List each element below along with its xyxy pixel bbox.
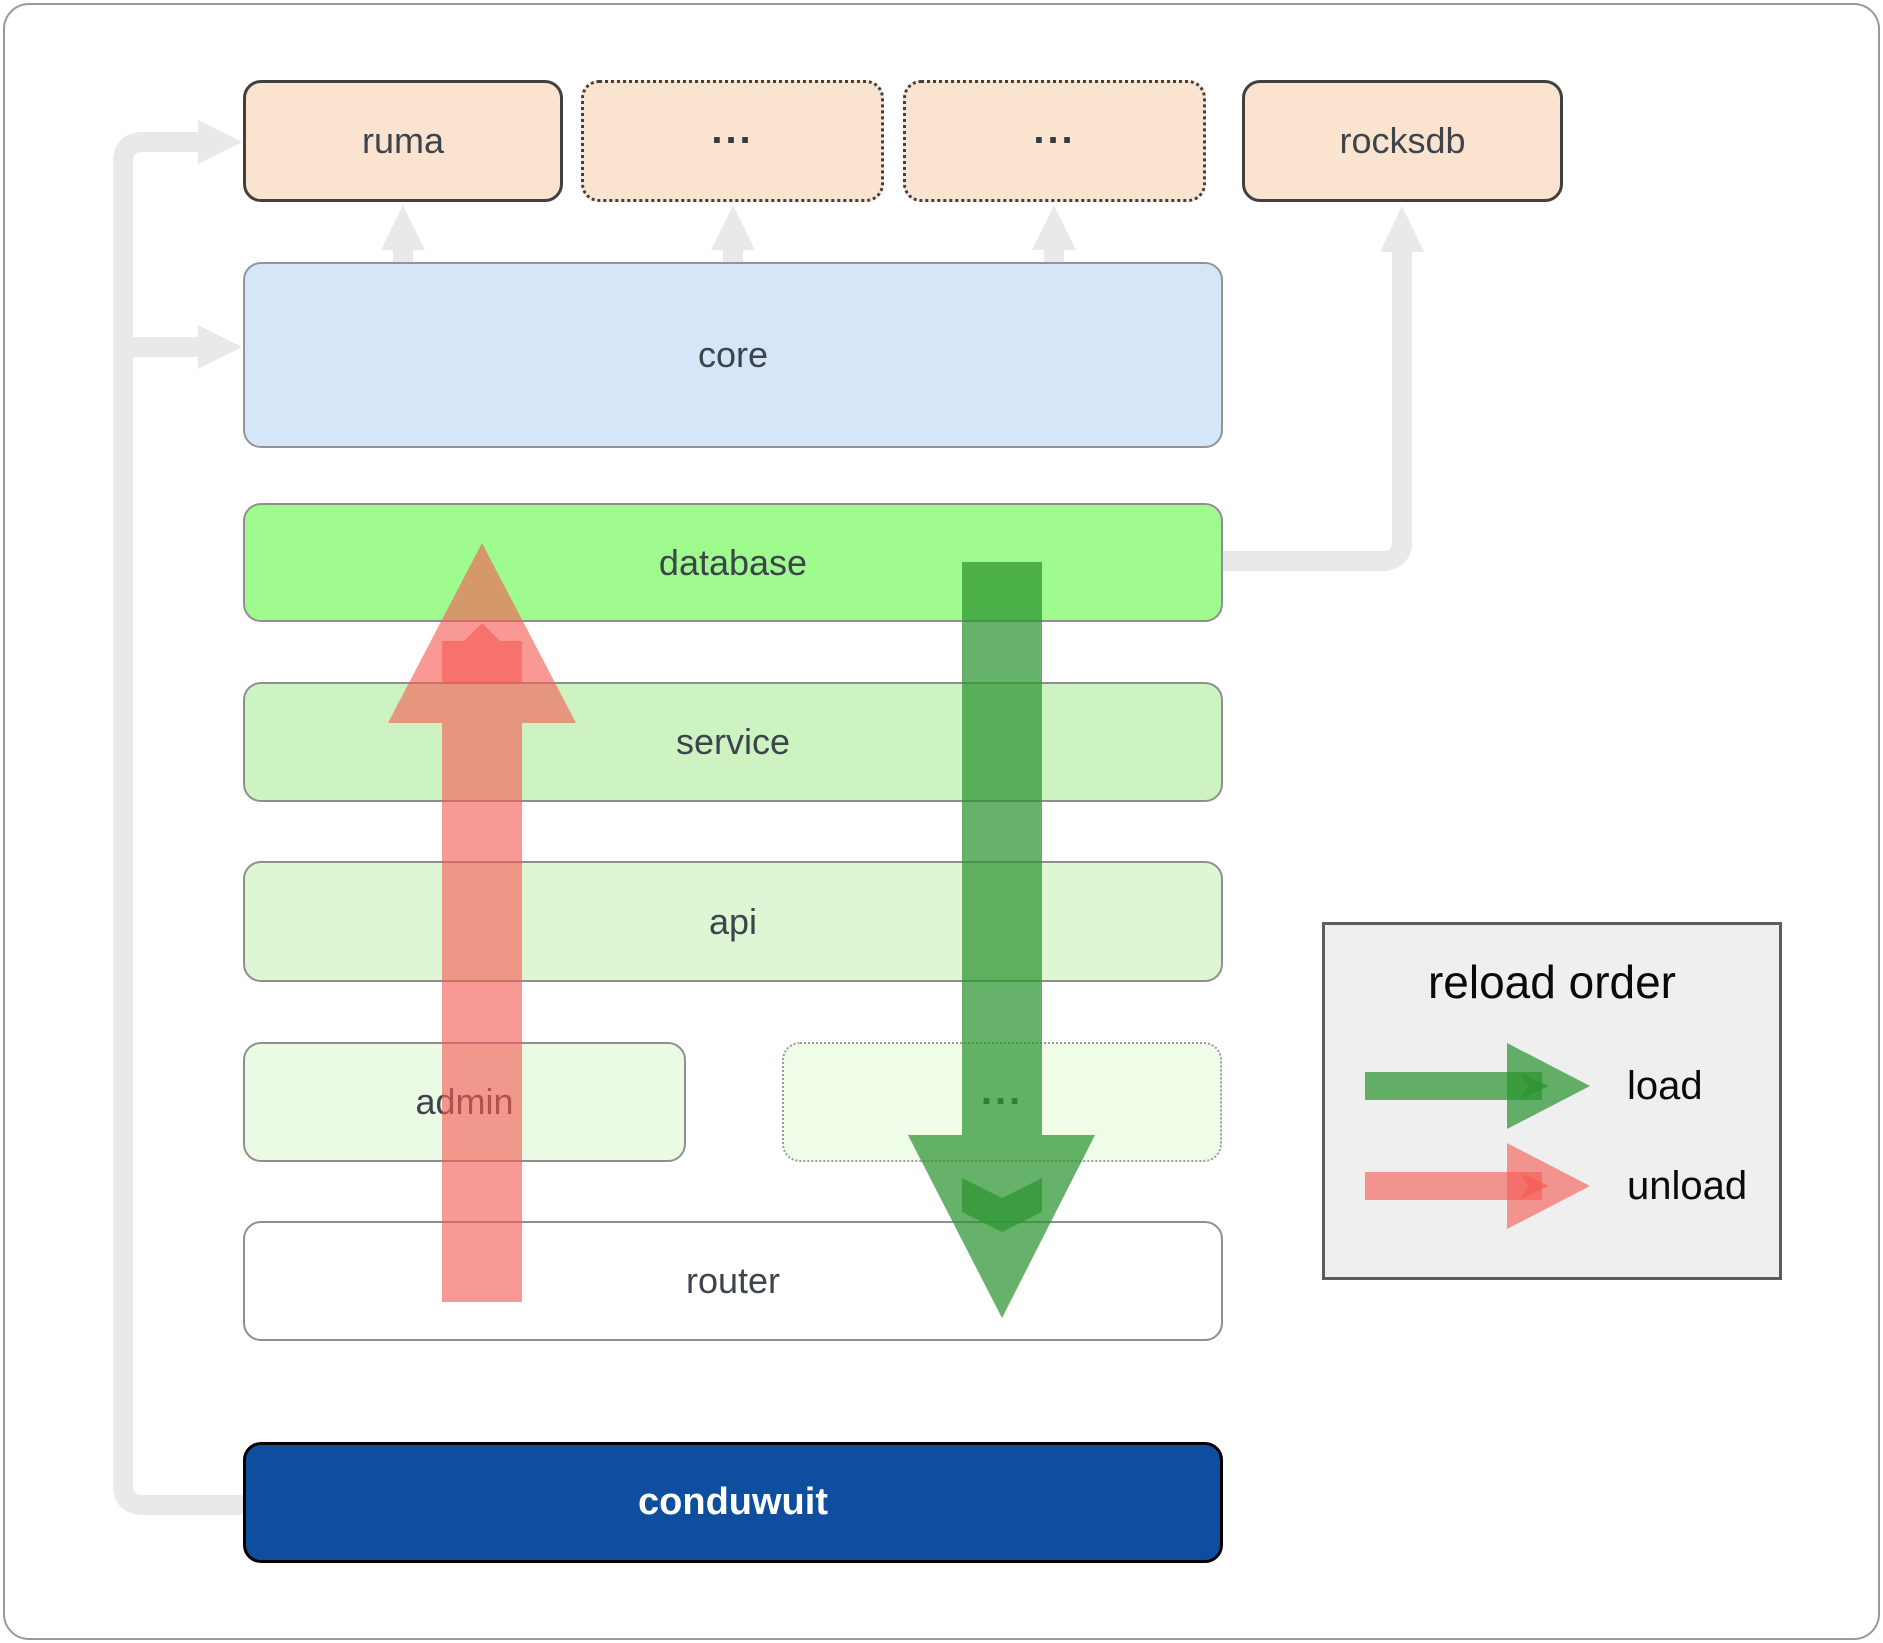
node-router-label: router bbox=[685, 1260, 781, 1301]
outer-border bbox=[3, 3, 1880, 1640]
node-core-label: core bbox=[697, 334, 769, 375]
node-service: service bbox=[243, 682, 1223, 802]
legend-label-unload: unload bbox=[1627, 1163, 1748, 1208]
legend-row-load: load bbox=[1365, 1043, 1765, 1129]
node-core: core bbox=[243, 262, 1223, 448]
node-api: api bbox=[243, 861, 1223, 982]
node-service-label: service bbox=[675, 721, 791, 762]
node-conduwuit: conduwuit bbox=[243, 1442, 1223, 1563]
node-ellipsis-mid: ... bbox=[782, 1042, 1222, 1162]
node-conduwuit-label: conduwuit bbox=[638, 1481, 828, 1523]
node-ruma-label: ruma bbox=[361, 120, 445, 161]
node-router: router bbox=[243, 1221, 1223, 1341]
node-ellipsis-top-1-label: ... bbox=[711, 107, 754, 152]
unload-arrow-icon bbox=[1365, 1143, 1590, 1229]
node-database: database bbox=[243, 503, 1223, 622]
node-admin-label: admin bbox=[415, 1081, 514, 1122]
node-ellipsis-top-2: ... bbox=[903, 80, 1206, 202]
node-ellipsis-top-2-label: ... bbox=[1033, 107, 1076, 152]
node-ellipsis-top-1: ... bbox=[581, 80, 884, 202]
node-api-label: api bbox=[708, 900, 758, 942]
legend-title: reload order bbox=[1427, 956, 1677, 1008]
load-arrow-icon bbox=[1365, 1043, 1590, 1129]
node-database-label: database bbox=[658, 541, 808, 583]
node-ellipsis-mid-label: ... bbox=[980, 1068, 1024, 1113]
node-ruma: ruma bbox=[243, 80, 563, 202]
node-admin: admin bbox=[243, 1042, 686, 1162]
legend-label-load: load bbox=[1627, 1063, 1703, 1108]
node-rocksdb: rocksdb bbox=[1242, 80, 1563, 202]
legend: reload order load unload bbox=[1322, 922, 1782, 1280]
node-rocksdb-label: rocksdb bbox=[1339, 120, 1466, 161]
legend-row-unload: unload bbox=[1365, 1143, 1765, 1229]
